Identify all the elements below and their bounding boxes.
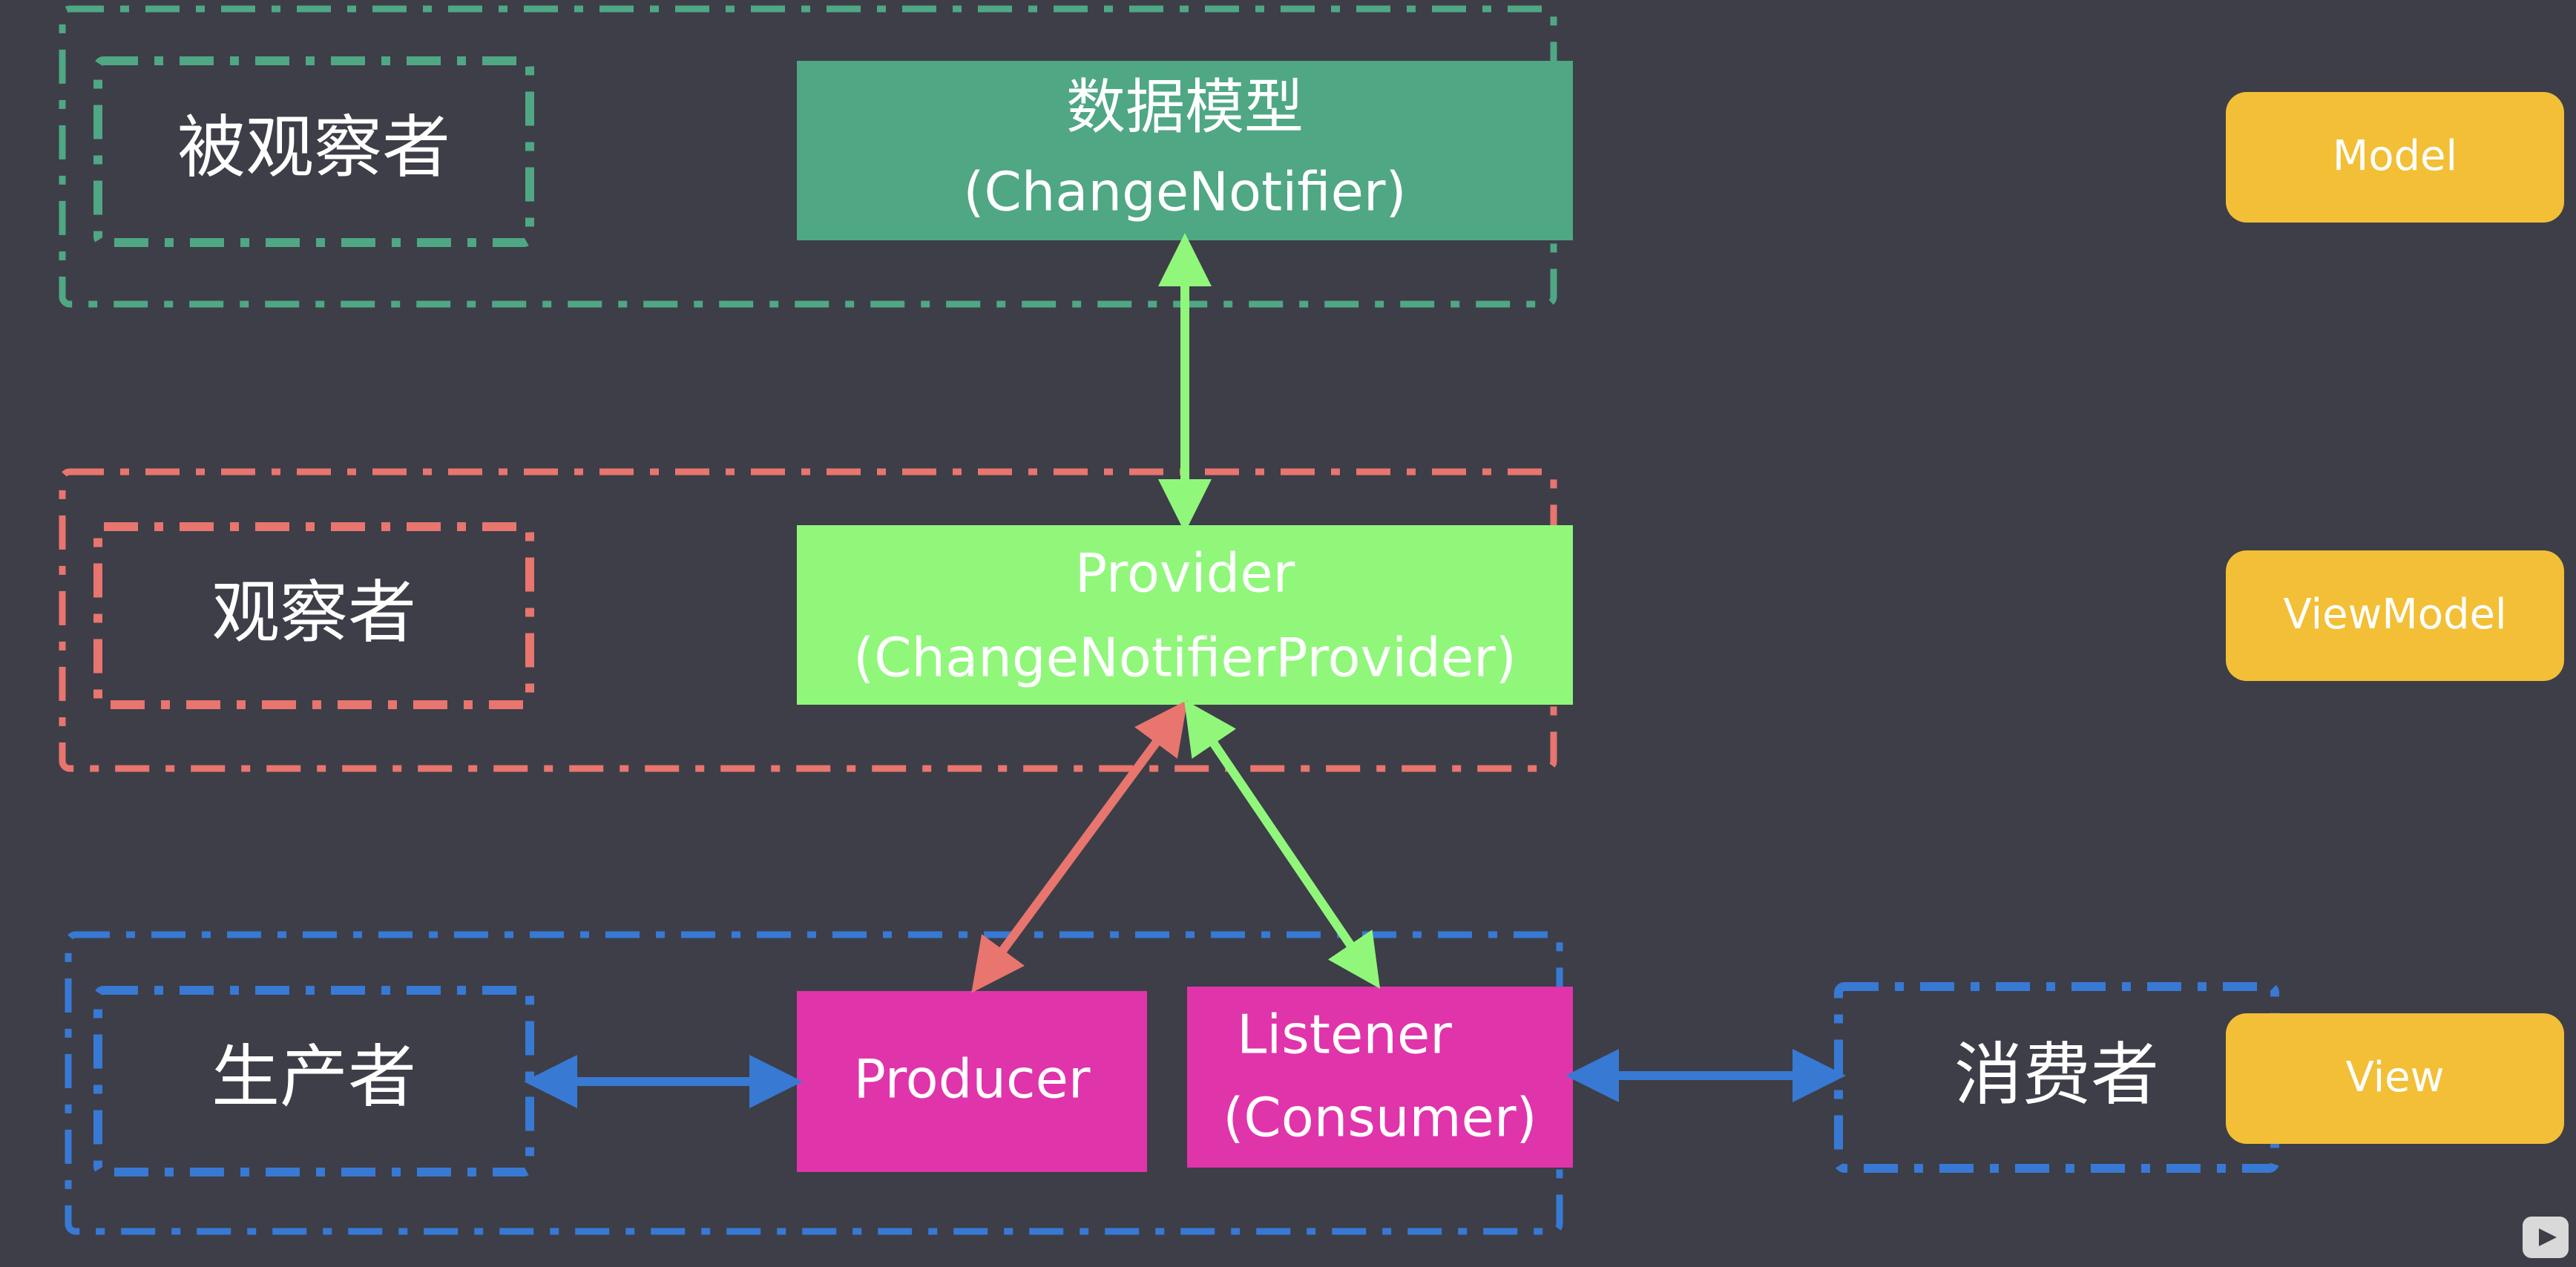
- observable-role-label: 被观察者: [177, 108, 450, 187]
- observable-role-box: [93, 56, 534, 247]
- view-tag: View: [2226, 1013, 2564, 1144]
- model-layer-border: [59, 5, 1557, 308]
- listener-subtitle: (Consumer): [1223, 1087, 1537, 1149]
- model-layer: 被观察者: [59, 5, 1557, 308]
- provider-box: Provider (ChangeNotifierProvider): [797, 525, 1573, 705]
- model-tag: Model: [2226, 92, 2564, 223]
- producer-box: Producer: [797, 991, 1147, 1172]
- data-model-title: 数据模型: [1066, 73, 1304, 142]
- producer-role-box: [93, 986, 534, 1176]
- viewmodel-tag-label: ViewModel: [2283, 590, 2506, 639]
- viewmodel-tag: ViewModel: [2226, 550, 2564, 681]
- viewmodel-layer: 观察者: [59, 468, 1557, 772]
- consumer-role-label: 消费者: [1954, 1035, 2159, 1114]
- viewmodel-layer-border: [59, 468, 1557, 772]
- model-tag-label: Model: [2333, 132, 2457, 180]
- provider-listener-arrow: [1183, 700, 1381, 989]
- view-layer-border: [65, 931, 1563, 1235]
- producer-label: Producer: [853, 1048, 1090, 1110]
- view-tag-label: View: [2346, 1053, 2445, 1102]
- observer-role-label: 观察者: [211, 573, 416, 652]
- provider-producer-arrow: [971, 700, 1188, 993]
- provider-subtitle: (ChangeNotifierProvider): [853, 627, 1517, 689]
- view-layer: 生产者 消费者: [65, 931, 2279, 1235]
- data-model-box: 数据模型 (ChangeNotifier): [797, 61, 1573, 240]
- producer-role-label: 生产者: [211, 1037, 416, 1116]
- provider-title: Provider: [1075, 542, 1295, 605]
- observer-role-box: [93, 522, 534, 709]
- data-model-subtitle: (ChangeNotifier): [963, 161, 1406, 223]
- video-platform-icon: [2523, 1217, 2569, 1258]
- listener-box: Listener (Consumer): [1187, 987, 1573, 1168]
- listener-title: Listener: [1237, 1004, 1452, 1066]
